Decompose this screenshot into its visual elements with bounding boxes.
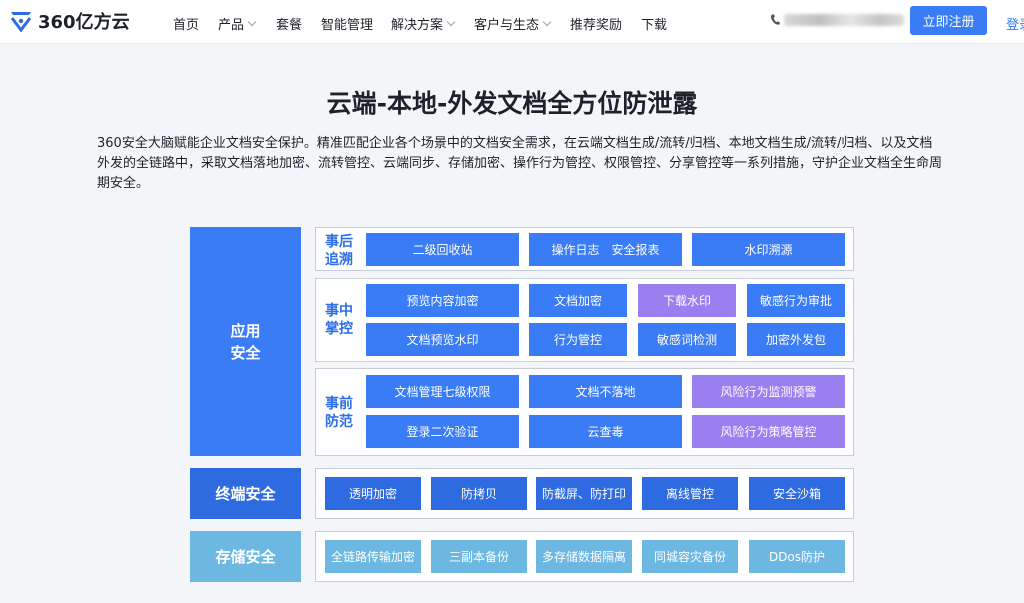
nav-label: 客户与生态	[474, 18, 540, 33]
nav-item-solutions[interactable]: 解决方案	[391, 14, 456, 33]
nav-item-smart-management[interactable]: 智能管理	[321, 14, 373, 33]
nav-item-products[interactable]: 产品	[218, 14, 257, 33]
item-risk-policy-control[interactable]: 风险行为策略管控	[692, 415, 845, 448]
in-event-control-label: 事中 掌控	[324, 302, 354, 338]
item-two-factor-login[interactable]: 登录二次验证	[366, 415, 519, 448]
terminal-security-block: 终端安全	[190, 468, 301, 519]
register-button[interactable]: 立即注册	[910, 6, 987, 35]
app-security-label-line2: 安全	[230, 343, 261, 362]
phone-number-blurred	[784, 14, 904, 26]
post-event-trace-label: 事后 追溯	[324, 233, 354, 269]
nav-item-home[interactable]: 首页	[173, 14, 199, 33]
nav-label: 首页	[173, 18, 200, 33]
item-cloud-antivirus[interactable]: 云查毒	[529, 415, 682, 448]
item-preview-watermark[interactable]: 文档预览水印	[366, 323, 519, 356]
nav-item-referral[interactable]: 推荐奖励	[570, 14, 622, 33]
nav-label: 智能管理	[321, 18, 374, 33]
nav-item-plans[interactable]: 套餐	[276, 14, 302, 33]
item-sensitive-word-detection[interactable]: 敏感词检测	[638, 323, 736, 356]
item-ddos-protection[interactable]: DDos防护	[749, 540, 845, 573]
group-label-line: 追溯	[325, 252, 353, 268]
item-operation-log-report[interactable]: 操作日志 安全报表	[529, 233, 682, 266]
item-offline-control[interactable]: 离线管控	[642, 477, 738, 510]
group-label-line: 掌控	[325, 321, 353, 337]
login-link[interactable]: 登录	[1006, 18, 1024, 33]
group-label-line: 防范	[325, 414, 353, 430]
nav-label: 套餐	[276, 18, 303, 33]
phone-icon	[771, 14, 780, 25]
nav-item-customers-ecosystem[interactable]: 客户与生态	[474, 14, 552, 33]
group-label-line: 事前	[325, 396, 353, 412]
item-full-link-transfer-encryption[interactable]: 全链路传输加密	[325, 540, 421, 573]
nav-label: 产品	[218, 18, 245, 33]
storage-security-block: 存储安全	[190, 531, 301, 582]
chevron-down-icon	[247, 17, 257, 26]
item-security-sandbox[interactable]: 安全沙箱	[749, 477, 845, 510]
nav-item-download[interactable]: 下载	[641, 14, 667, 33]
item-risk-monitoring[interactable]: 风险行为监测预警	[692, 375, 845, 408]
item-watermark-trace[interactable]: 水印溯源	[692, 233, 845, 266]
item-encrypted-package[interactable]: 加密外发包	[747, 323, 845, 356]
nav-label: 推荐奖励	[570, 18, 623, 33]
item-download-watermark[interactable]: 下载水印	[638, 284, 736, 317]
logo[interactable]: 360亿方云	[8, 8, 130, 34]
item-preview-encryption[interactable]: 预览内容加密	[366, 284, 519, 317]
app-security-label-line1: 应用	[230, 321, 261, 340]
logo-icon	[10, 12, 32, 33]
item-doc-encryption[interactable]: 文档加密	[529, 284, 627, 317]
chevron-down-icon	[446, 17, 456, 26]
page-description: 360安全大脑赋能企业文档安全保护。精准匹配企业各个场景中的文档安全需求，在云端…	[97, 136, 943, 191]
item-copy-protection[interactable]: 防拷贝	[431, 477, 527, 510]
nav-label: 下载	[641, 18, 668, 33]
group-label-line: 事后	[325, 234, 353, 250]
item-no-local-docs[interactable]: 文档不落地	[529, 375, 682, 408]
item-disaster-recovery[interactable]: 同城容灾备份	[642, 540, 738, 573]
item-sensitive-approval[interactable]: 敏感行为审批	[747, 284, 845, 317]
item-transparent-encryption[interactable]: 透明加密	[325, 477, 421, 510]
phone-contact	[770, 14, 904, 26]
item-triple-replica-backup[interactable]: 三副本备份	[431, 540, 527, 573]
item-storage-isolation[interactable]: 多存储数据隔离	[536, 540, 632, 573]
item-behavior-control[interactable]: 行为管控	[529, 323, 627, 356]
group-label-line: 事中	[325, 303, 353, 319]
page-title: 云端-本地-外发文档全方位防泄露	[326, 89, 698, 118]
chevron-down-icon	[542, 17, 552, 26]
app-security-block: 应用 安全	[190, 227, 301, 456]
top-navbar: 360亿方云 首页 产品 套餐 智能管理 解决方案 客户与生态 推荐奖励 下载 …	[0, 0, 1024, 44]
item-screenshot-print-protection[interactable]: 防截屏、防打印	[536, 477, 632, 510]
pre-event-prevention-label: 事前 防范	[324, 395, 354, 431]
item-recycle-bin[interactable]: 二级回收站	[366, 233, 519, 266]
nav-label: 解决方案	[391, 18, 444, 33]
item-seven-level-permission[interactable]: 文档管理七级权限	[366, 375, 519, 408]
logo-text: 360亿方云	[38, 12, 130, 33]
